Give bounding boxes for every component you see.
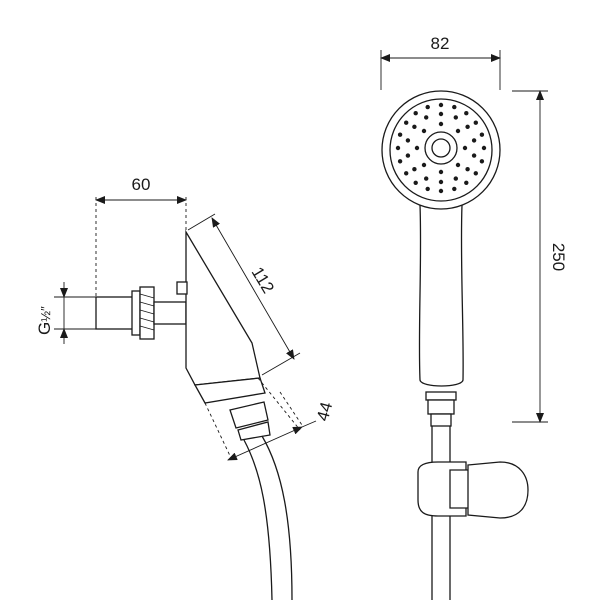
dimension-82: 82 — [380, 34, 501, 90]
nozzle-dot — [424, 176, 429, 181]
bracket-body — [185, 229, 261, 386]
nozzle-dot — [421, 128, 427, 134]
nozzle-dot — [397, 159, 403, 164]
nozzle-dot — [465, 124, 470, 129]
nozzle-dot — [425, 104, 430, 110]
dimension-60: 60 — [95, 175, 187, 204]
hand-shower-view — [381, 90, 529, 600]
nozzle-dot — [438, 188, 444, 194]
nozzle-dot — [438, 121, 444, 127]
nozzle-dot — [395, 145, 401, 151]
dimension-44: 44 — [227, 400, 336, 461]
nozzle-dot — [424, 115, 429, 120]
nozzle-dot — [412, 124, 417, 129]
nozzle-dot — [412, 167, 417, 172]
nozzle-dot — [438, 169, 444, 175]
nozzle-dot — [452, 104, 457, 110]
nozzle-dot — [453, 115, 458, 120]
hex-nut — [131, 290, 141, 336]
nozzle-dot — [479, 159, 485, 164]
nozzle-dot — [452, 186, 457, 192]
nozzle-dot — [453, 176, 458, 181]
shower-handle — [418, 204, 464, 387]
thread-label: G½″ — [35, 306, 54, 335]
dimension-44-label: 44 — [313, 400, 336, 423]
nozzle-dot — [438, 111, 444, 117]
nozzle-dot — [413, 180, 418, 185]
dimension-112-label: 112 — [248, 264, 278, 297]
nozzle-dot — [425, 186, 430, 192]
nozzle-dot — [438, 102, 444, 108]
nozzle-dot — [421, 162, 427, 168]
nozzle-dot — [438, 179, 444, 185]
nozzle-dot — [405, 138, 411, 143]
nozzle-dot — [414, 145, 420, 151]
dimension-82-label: 82 — [431, 34, 450, 53]
nozzle-dot — [465, 167, 470, 172]
threaded-pipe — [95, 296, 135, 330]
nozzle-dot — [397, 132, 403, 137]
nozzle-dot — [479, 132, 485, 137]
nozzle-dot — [473, 120, 478, 125]
nozzle-pattern — [395, 102, 487, 194]
nozzle-dot — [462, 145, 468, 151]
nozzle-dot — [481, 145, 487, 151]
nozzle-dot — [464, 111, 469, 116]
nozzle-dot — [413, 111, 418, 116]
dimension-250-label: 250 — [549, 243, 568, 271]
nozzle-dot — [473, 171, 478, 176]
bracket-outlet — [193, 377, 266, 404]
nozzle-dot — [455, 128, 461, 134]
nozzle-dot — [464, 180, 469, 185]
shower-head — [381, 90, 501, 210]
nozzle-dot — [455, 162, 461, 168]
wall-bracket-view — [95, 197, 303, 600]
nozzle-dot — [471, 153, 477, 158]
nozzle-dot — [404, 171, 409, 176]
nozzle-dot — [404, 120, 409, 125]
dimension-60-label: 60 — [132, 175, 151, 194]
dimension-250: 250 — [512, 90, 568, 423]
dimension-thread: G½″ — [35, 282, 96, 344]
bracket-hose — [243, 439, 273, 600]
nozzle-dot — [471, 138, 477, 143]
nozzle-dot — [405, 153, 411, 158]
handle-connector — [425, 391, 457, 401]
